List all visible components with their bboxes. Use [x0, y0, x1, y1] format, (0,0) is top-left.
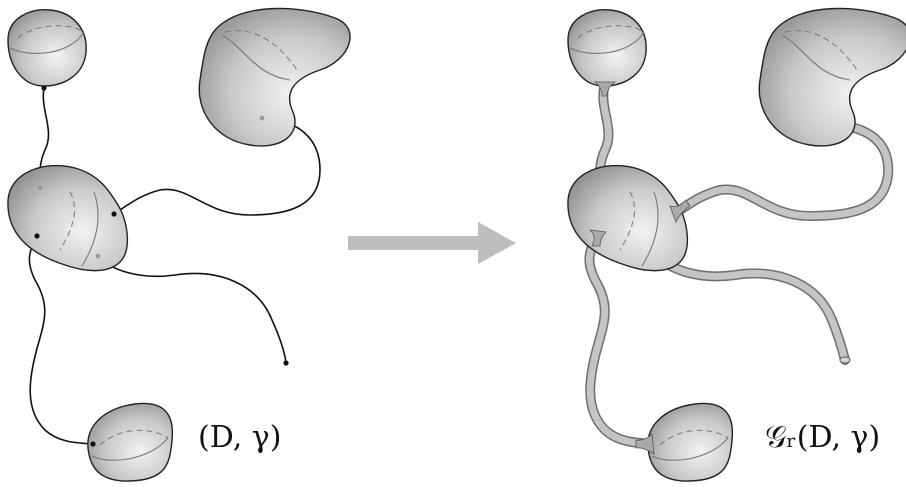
left-blob-top [7, 9, 87, 87]
tube-middle-to-end [654, 252, 849, 364]
right-blob-bean [758, 7, 906, 147]
endpoint-dot [90, 441, 96, 447]
right-blob-top [567, 9, 647, 97]
left-hidden-points [37, 115, 265, 259]
tube-flare [588, 229, 607, 247]
left-panel [7, 7, 351, 482]
tube-flare [635, 433, 655, 455]
tube-end-cap [839, 356, 851, 364]
right-panel [567, 7, 906, 482]
left-blob-bottom [87, 402, 174, 482]
endpoint-dot [111, 211, 117, 217]
hidden-dot [259, 115, 265, 121]
tube-flare [669, 199, 691, 223]
right-blob-middle [567, 164, 691, 272]
curve-right-blob-to-middle [113, 117, 321, 216]
arrow-head [478, 222, 516, 264]
label-original-graph: (D, γ) [198, 420, 282, 455]
curve-middle-to-endpoint [97, 255, 287, 364]
endpoint-dot [283, 360, 289, 366]
transform-arrow [348, 222, 516, 264]
right-blob-bottom [635, 402, 734, 482]
label-thickened-graph: 𝒢ᵣ(D, γ) [765, 420, 881, 455]
left-blob-bean [198, 7, 351, 147]
hidden-dot [37, 185, 43, 191]
hidden-dot [95, 253, 101, 259]
tube-middle-to-bottom [585, 232, 657, 448]
arrow-shaft [348, 236, 480, 250]
tube-right-blob-to-middle [670, 121, 892, 220]
left-endpoints [34, 85, 289, 447]
endpoint-dot [34, 233, 40, 239]
endpoint-dot [41, 85, 47, 91]
curve-middle-to-bottom [28, 235, 94, 445]
tube-flare [593, 81, 617, 97]
left-blob-middle [7, 164, 129, 272]
